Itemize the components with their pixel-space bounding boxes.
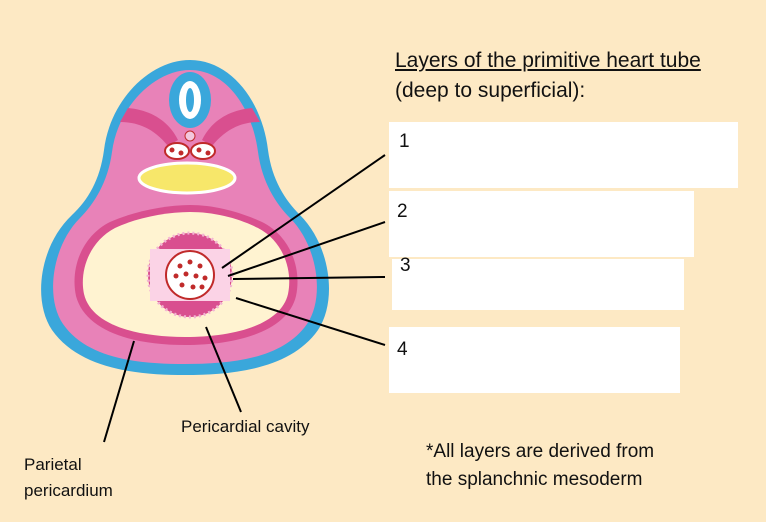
foregut [137, 161, 237, 195]
answer-box-4[interactable] [389, 327, 680, 393]
heart-tube-endocardium [165, 250, 215, 300]
pointer-line-3 [232, 276, 386, 280]
layer-number-4: 4 [397, 339, 408, 360]
pointer-line-parietal-pericardium [103, 340, 135, 443]
layer-number-2: 2 [397, 201, 408, 222]
layer-number-1: 1 [399, 131, 410, 152]
parietal-label-line-2: pericardium [24, 481, 113, 500]
answer-box-2[interactable] [389, 191, 694, 257]
diagram-title: Layers of the primitive heart tube (deep… [395, 46, 701, 106]
neural-tube-lumen [186, 88, 194, 112]
neural-fold-right [202, 108, 260, 146]
layer-number-3: 3 [400, 255, 411, 276]
notochord [184, 130, 196, 142]
answer-box-3[interactable] [392, 259, 684, 310]
pointer-line-2 [227, 221, 386, 277]
note-line-2: the splanchnic mesoderm [426, 469, 643, 490]
derivation-note: *All layers are derived from the splanch… [426, 438, 654, 494]
pericardial-cavity-label: Pericardial cavity [181, 417, 310, 436]
title-line-1: Layers of the primitive heart tube [395, 49, 701, 72]
parietal-pericardium-label: Parietal pericardium [24, 452, 113, 504]
note-line-1: *All layers are derived from [426, 441, 655, 462]
title-line-2: (deep to superficial): [395, 79, 586, 102]
pointer-lines [103, 154, 386, 443]
parietal-label-line-1: Parietal [24, 455, 82, 474]
pointer-line-1 [221, 154, 386, 269]
answer-box-1[interactable] [389, 122, 738, 188]
blood-cells [173, 259, 208, 290]
neural-fold-left [120, 108, 178, 146]
pointer-line-pericardial-cavity [205, 326, 242, 413]
dorsal-aortae [164, 142, 216, 160]
pointer-line-4 [235, 297, 386, 346]
